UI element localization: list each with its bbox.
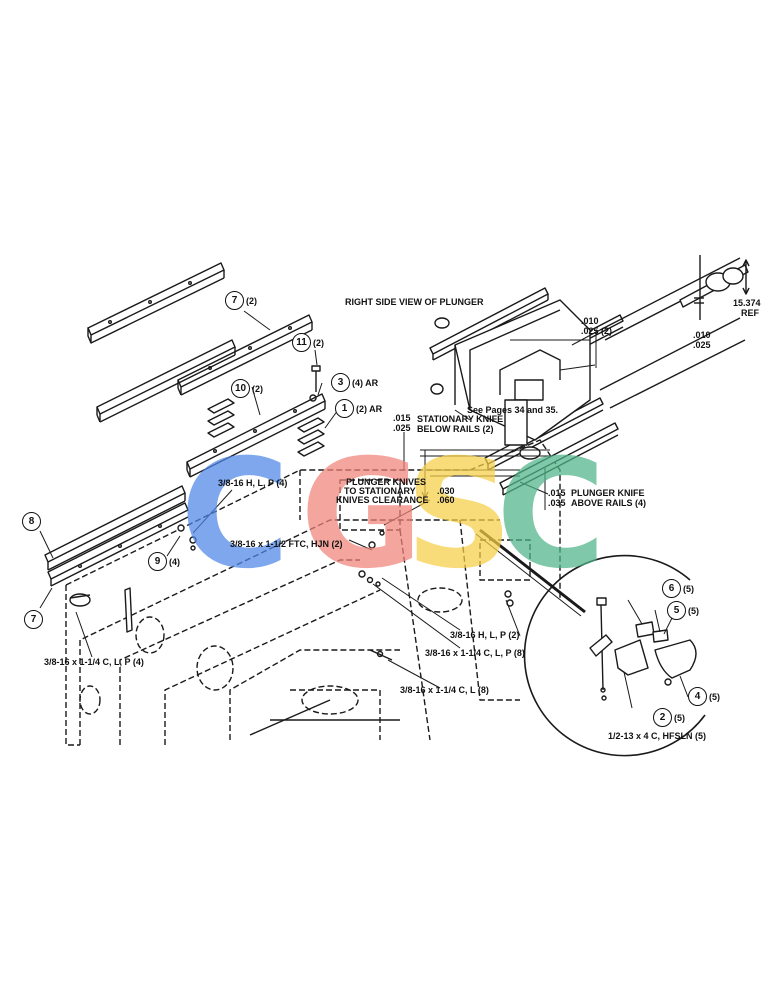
stationary-gap-max: .025 [393,423,411,433]
plunger-extension-rails [599,255,750,409]
diagram-title: RIGHT SIDE VIEW OF PLUNGER [345,297,484,307]
callout-6: 6(5) [662,579,694,598]
bolt-11 [309,365,321,402]
rail-8-and-7 [44,485,189,587]
callout-9: 9(4) [148,552,180,571]
fastener-label-7: 1/2-13 x 4 C, HFSLN (5) [608,731,707,741]
callout-5: 5(5) [667,601,699,620]
plunger-gap-max: .035 [548,498,566,508]
watermark-letter-c1: C [180,428,291,602]
detail-circle [523,554,706,757]
watermark-letter-s: S [405,428,514,602]
ref-dimension: 15.374 [733,298,761,308]
callout-10: 10(2) [231,379,263,398]
detail-parts [589,597,697,709]
callout-7-upper: 7(2) [225,291,257,310]
rail-10 [186,393,326,478]
clearance-guides [403,330,597,510]
clearance-note-2: TO STATIONARY [344,486,416,496]
callout-4: 4(5) [688,687,720,706]
rail-7-upper [177,314,313,396]
fastener-label-6: 3/8-16 x 1-1/4 C, L (8) [400,685,489,695]
clearance-max: .060 [437,495,455,505]
leader-lines [39,310,601,689]
right-gap-min: .010 [693,330,711,340]
fastener-hardware [177,524,514,661]
right-gap-max: .025 [693,340,711,350]
callout-8: 8 [22,512,43,531]
clearance-note-3: KNIVES CLEARANCE [336,495,429,505]
top-gap-max: .025 (2) [581,326,613,336]
shims [207,398,325,457]
top-gap-min: .010 [581,316,599,326]
watermark-letter-g: G [300,428,424,602]
plunger-gap-min: .015 [548,488,566,498]
rail-middle-left [96,339,236,423]
callout-3: 3(4) AR [331,373,378,392]
fastener-label-4: 3/8-16 H, L, P (2) [450,630,520,640]
clearance-min: .030 [437,486,455,496]
fastener-label-2: 3/8-16 x 1-1/2 FTC, HJN (2) [230,539,343,549]
upper-rail-left [87,262,225,344]
stationary-gap-min: .015 [393,413,411,423]
stationary-knife-note: STATIONARY KNIFE [417,414,504,424]
clearance-note-1: PLUNGER KNIVES [346,477,427,487]
stationary-knife-note-2: BELOW RAILS (2) [417,424,494,434]
see-pages-note: See Pages 34 and 35. [467,405,559,415]
callout-2: 2(5) [653,708,685,727]
fastener-label-3: 3/8-16 x 1-1/4 C, L, P (4) [44,657,144,667]
callout-1: 1(2) AR [335,399,382,418]
ref-label: REF [741,308,759,318]
plunger-knife-note: PLUNGER KNIFE [571,488,645,498]
plunger-knife-note-2: ABOVE RAILS (4) [571,498,647,508]
fastener-label-5: 3/8-16 x 1-1/4 C, L, P (8) [425,648,525,658]
plunger-body [430,299,591,460]
fastener-label-1: 3/8-16 H, L, P (4) [218,478,288,488]
callout-7-lower: 7 [24,610,45,629]
detail-connector [475,528,586,617]
main-frame [65,439,561,746]
watermark-letter-c2: C [496,428,607,602]
frame-details [69,587,400,736]
callout-11: 11(2) [292,333,324,352]
